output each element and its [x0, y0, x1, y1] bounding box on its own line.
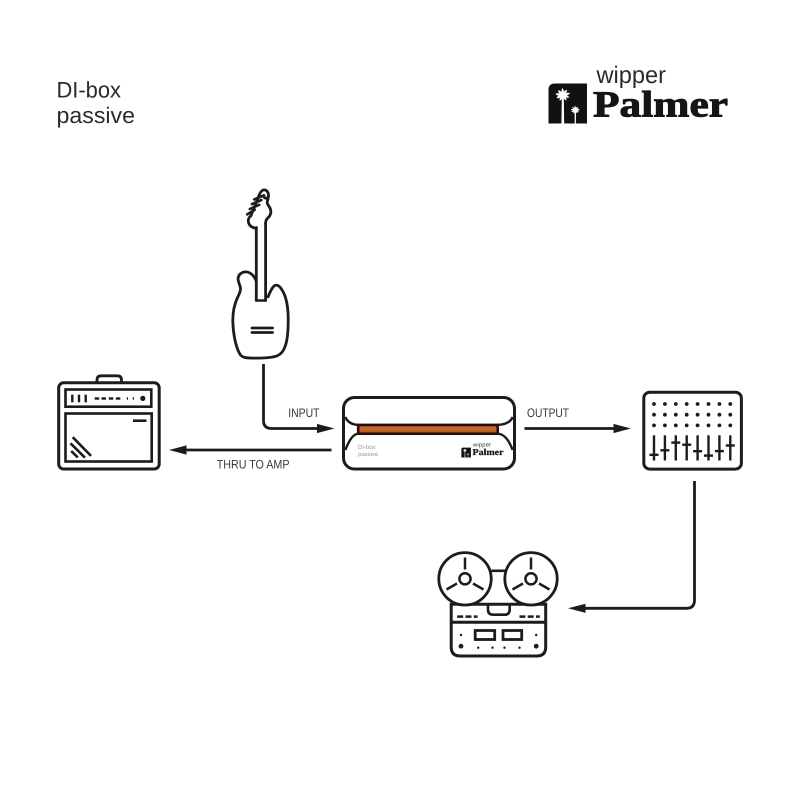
svg-text:DI-box: DI-box [358, 444, 376, 451]
svg-text:THRU TO AMP: THRU TO AMP [217, 458, 290, 472]
svg-text:Palmer: Palmer [473, 447, 504, 457]
svg-text:Palmer: Palmer [593, 85, 728, 126]
svg-text:wipper: wipper [596, 62, 666, 89]
svg-text:INPUT: INPUT [288, 406, 320, 420]
svg-text:passive: passive [57, 103, 136, 128]
svg-text:wipper: wipper [472, 442, 491, 449]
svg-text:passive: passive [358, 451, 379, 458]
svg-text:DI-box: DI-box [57, 78, 122, 103]
svg-text:OUTPUT: OUTPUT [527, 406, 569, 420]
